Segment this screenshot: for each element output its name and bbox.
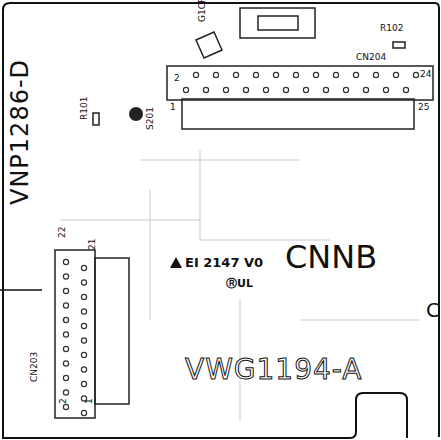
connector-label: CN204 <box>356 53 386 62</box>
pin-hole <box>81 265 86 270</box>
pin-hole <box>373 72 378 77</box>
board-code: CNNB <box>285 241 377 273</box>
pin-hole <box>253 72 258 77</box>
switch-label: S201 <box>146 107 155 130</box>
resistor-label: R102 <box>380 24 403 33</box>
pin-number: 1 <box>170 103 176 112</box>
pin-hole <box>81 294 86 299</box>
pin-hole <box>343 87 348 92</box>
pin-hole <box>283 87 288 92</box>
pin-legend: G1CRB3B2B7B1 <box>198 0 207 22</box>
pin-hole <box>333 72 338 77</box>
board-part-number: VWG1194-A <box>185 356 362 384</box>
pin-number: 2 <box>59 398 68 404</box>
pin-hole <box>323 87 328 92</box>
pin-hole <box>63 332 68 337</box>
pin-hole <box>303 87 308 92</box>
pin-hole <box>81 381 86 386</box>
pin-hole <box>81 280 86 285</box>
pin-hole <box>273 72 278 77</box>
pin-hole <box>383 87 388 92</box>
pin-hole <box>63 346 68 351</box>
pin-hole <box>403 87 408 92</box>
pin-hole <box>263 87 268 92</box>
pin-hole <box>363 87 368 92</box>
pin-number: 24 <box>420 70 431 79</box>
pin-hole <box>63 404 68 409</box>
board-number: VNP1286-D <box>8 59 32 205</box>
pin-hole <box>63 375 68 380</box>
pin-number: 1 <box>85 398 94 404</box>
pin-hole <box>81 338 86 343</box>
pin-hole <box>293 72 298 77</box>
pin-hole <box>223 87 228 92</box>
pin-hole <box>81 410 86 415</box>
pin-hole <box>81 367 86 372</box>
pin-hole <box>233 72 238 77</box>
resistor-label: R101 <box>80 97 89 120</box>
pin-hole <box>63 390 68 395</box>
pin-hole <box>63 274 68 279</box>
pin-hole <box>63 361 68 366</box>
pin-hole <box>313 72 318 77</box>
pin-hole <box>63 303 68 308</box>
pin-hole <box>81 309 86 314</box>
ul-mark: ⓇUL <box>226 278 253 289</box>
pin-hole <box>353 72 358 77</box>
pin-hole <box>193 72 198 77</box>
pin-hole <box>81 323 86 328</box>
material-code: EI 2147 V0 <box>185 256 263 269</box>
pin-number: 2 <box>174 74 180 83</box>
pin-hole <box>393 72 398 77</box>
pin-hole <box>63 288 68 293</box>
pin-hole <box>81 352 86 357</box>
cut-text: C <box>426 300 440 320</box>
pin-hole <box>63 259 68 264</box>
pin-hole <box>243 87 248 92</box>
pin-number: 21 <box>88 239 97 250</box>
pin-hole <box>203 87 208 92</box>
pin-hole <box>213 72 218 77</box>
pin-hole <box>63 317 68 322</box>
pin-number: 22 <box>58 227 67 238</box>
pin-number: 25 <box>418 103 429 112</box>
pin-hole <box>183 87 188 92</box>
pin-hole <box>413 72 418 77</box>
connector-label: CN203 <box>30 352 39 382</box>
